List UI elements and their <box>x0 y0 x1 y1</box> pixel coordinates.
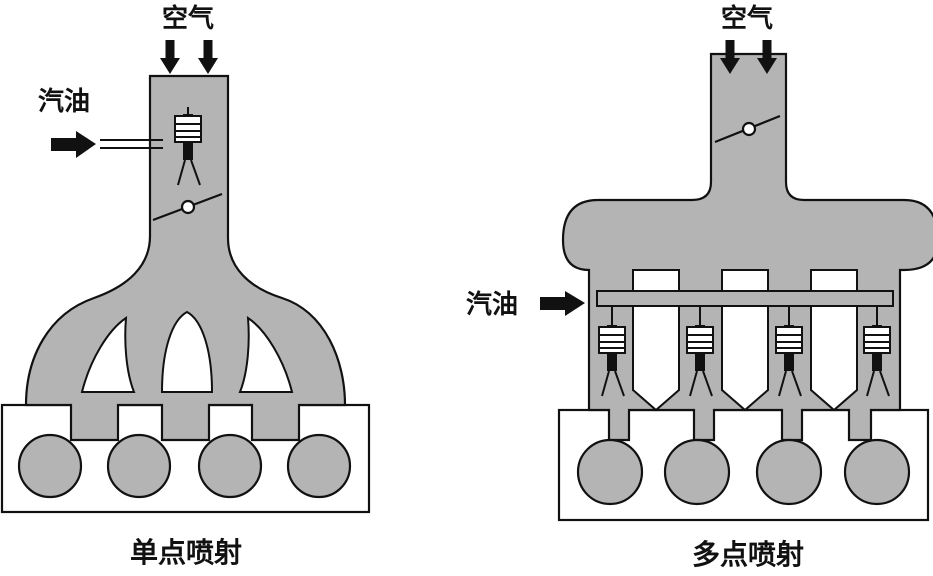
single-point-system: 空气 汽油 单点喷射 <box>0 3 371 569</box>
left-runner-gap-3 <box>238 316 294 393</box>
left-cylinder-1 <box>17 433 83 499</box>
right-fuel-label: 汽油 <box>466 290 518 320</box>
left-air-arrow-2 <box>198 40 218 74</box>
left-throttle-valve-icon <box>152 192 223 222</box>
right-throttle-valve-icon <box>714 114 781 144</box>
right-air-label: 空气 <box>721 3 773 34</box>
left-cylinder-4 <box>286 433 352 499</box>
left-fuel-arrow-icon <box>51 131 96 158</box>
left-air-arrow-1 <box>160 40 180 74</box>
right-cylinder-4 <box>843 438 911 506</box>
left-runner-gap-1 <box>80 316 136 393</box>
left-caption: 单点喷射 <box>130 536 242 569</box>
right-fuel-rail <box>596 290 894 318</box>
left-runner-gap-2 <box>160 310 214 393</box>
multi-point-system: 空气 汽油 多点喷射 <box>466 3 933 571</box>
left-cylinder-3 <box>197 433 263 499</box>
right-cylinder-1 <box>576 438 644 506</box>
right-cylinder-2 <box>663 438 731 506</box>
right-fuel-arrow-icon <box>540 291 585 316</box>
left-fuel-label: 汽油 <box>38 87 90 117</box>
right-cylinder-3 <box>755 438 823 506</box>
right-caption: 多点喷射 <box>692 538 804 571</box>
left-cylinder-2 <box>106 433 172 499</box>
left-air-label: 空气 <box>162 3 214 34</box>
